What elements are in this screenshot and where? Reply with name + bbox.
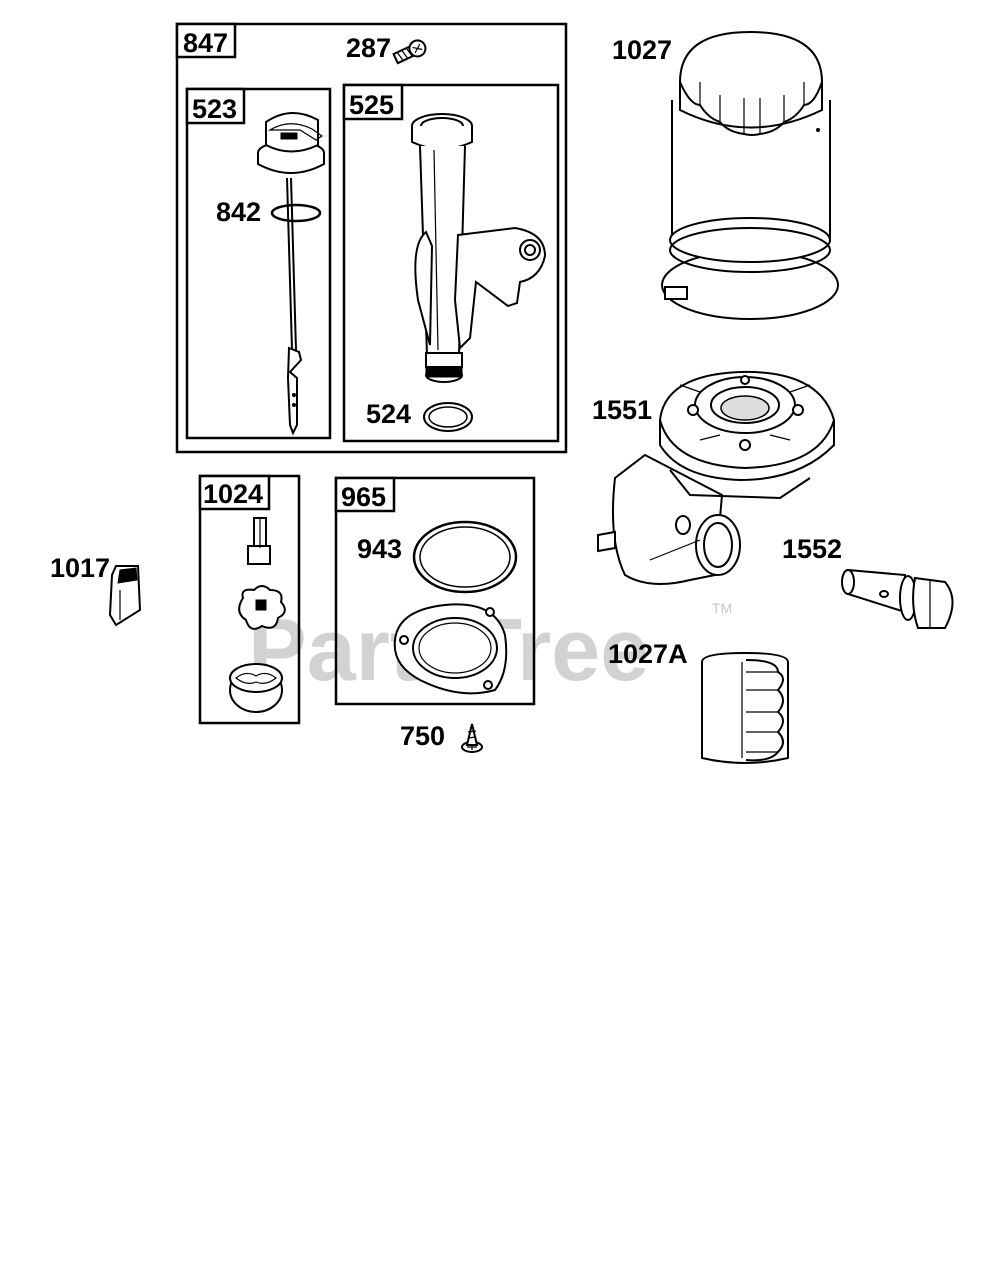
kit-box-965[interactable]: 965 xyxy=(334,476,536,706)
part-842-o-ring[interactable]: 842 xyxy=(216,197,322,227)
label-1552: 1552 xyxy=(782,534,842,564)
label-1027a: 1027A xyxy=(608,639,688,669)
label-1027: 1027 xyxy=(612,35,672,65)
part-1551-filter-adapter[interactable]: 1551 xyxy=(592,370,835,585)
label-842: 842 xyxy=(216,197,261,227)
part-750-screw[interactable]: 750 xyxy=(400,721,483,753)
box-label-523: 523 xyxy=(192,94,237,124)
part-524-o-ring[interactable]: 524 xyxy=(366,399,473,432)
label-287: 287 xyxy=(346,33,391,63)
kit-box-523[interactable]: 523 xyxy=(185,87,332,440)
dipstick-tube-drawing xyxy=(411,113,547,383)
oil-pump-kit-drawing xyxy=(229,517,286,713)
part-1017-switch[interactable]: 1017 xyxy=(50,553,142,627)
part-1027A-oil-filter[interactable]: 1027A xyxy=(608,639,789,764)
label-1017: 1017 xyxy=(50,553,110,583)
box-label-847: 847 xyxy=(183,28,228,58)
part-287-screw[interactable]: 287 xyxy=(346,33,428,66)
label-750: 750 xyxy=(400,721,445,751)
box-label-965: 965 xyxy=(341,482,386,512)
label-524: 524 xyxy=(366,399,411,429)
kit-box-1024[interactable]: 1024 xyxy=(198,474,301,725)
kit-box-847[interactable]: 847 xyxy=(175,22,568,454)
kit-box-525[interactable]: 525 xyxy=(342,83,560,443)
dipstick-drawing xyxy=(257,112,325,436)
box-label-1024: 1024 xyxy=(203,479,263,509)
watermark-trademark: TM xyxy=(712,600,732,616)
filter-gasket-drawing xyxy=(393,603,508,695)
box-label-525: 525 xyxy=(349,90,394,120)
label-1551: 1551 xyxy=(592,395,652,425)
part-943-o-ring[interactable]: 943 xyxy=(357,520,518,594)
part-1552-fitting-bolt[interactable]: 1552 xyxy=(782,534,954,629)
label-943: 943 xyxy=(357,534,402,564)
part-1027-oil-filter[interactable]: 1027 xyxy=(612,30,839,320)
